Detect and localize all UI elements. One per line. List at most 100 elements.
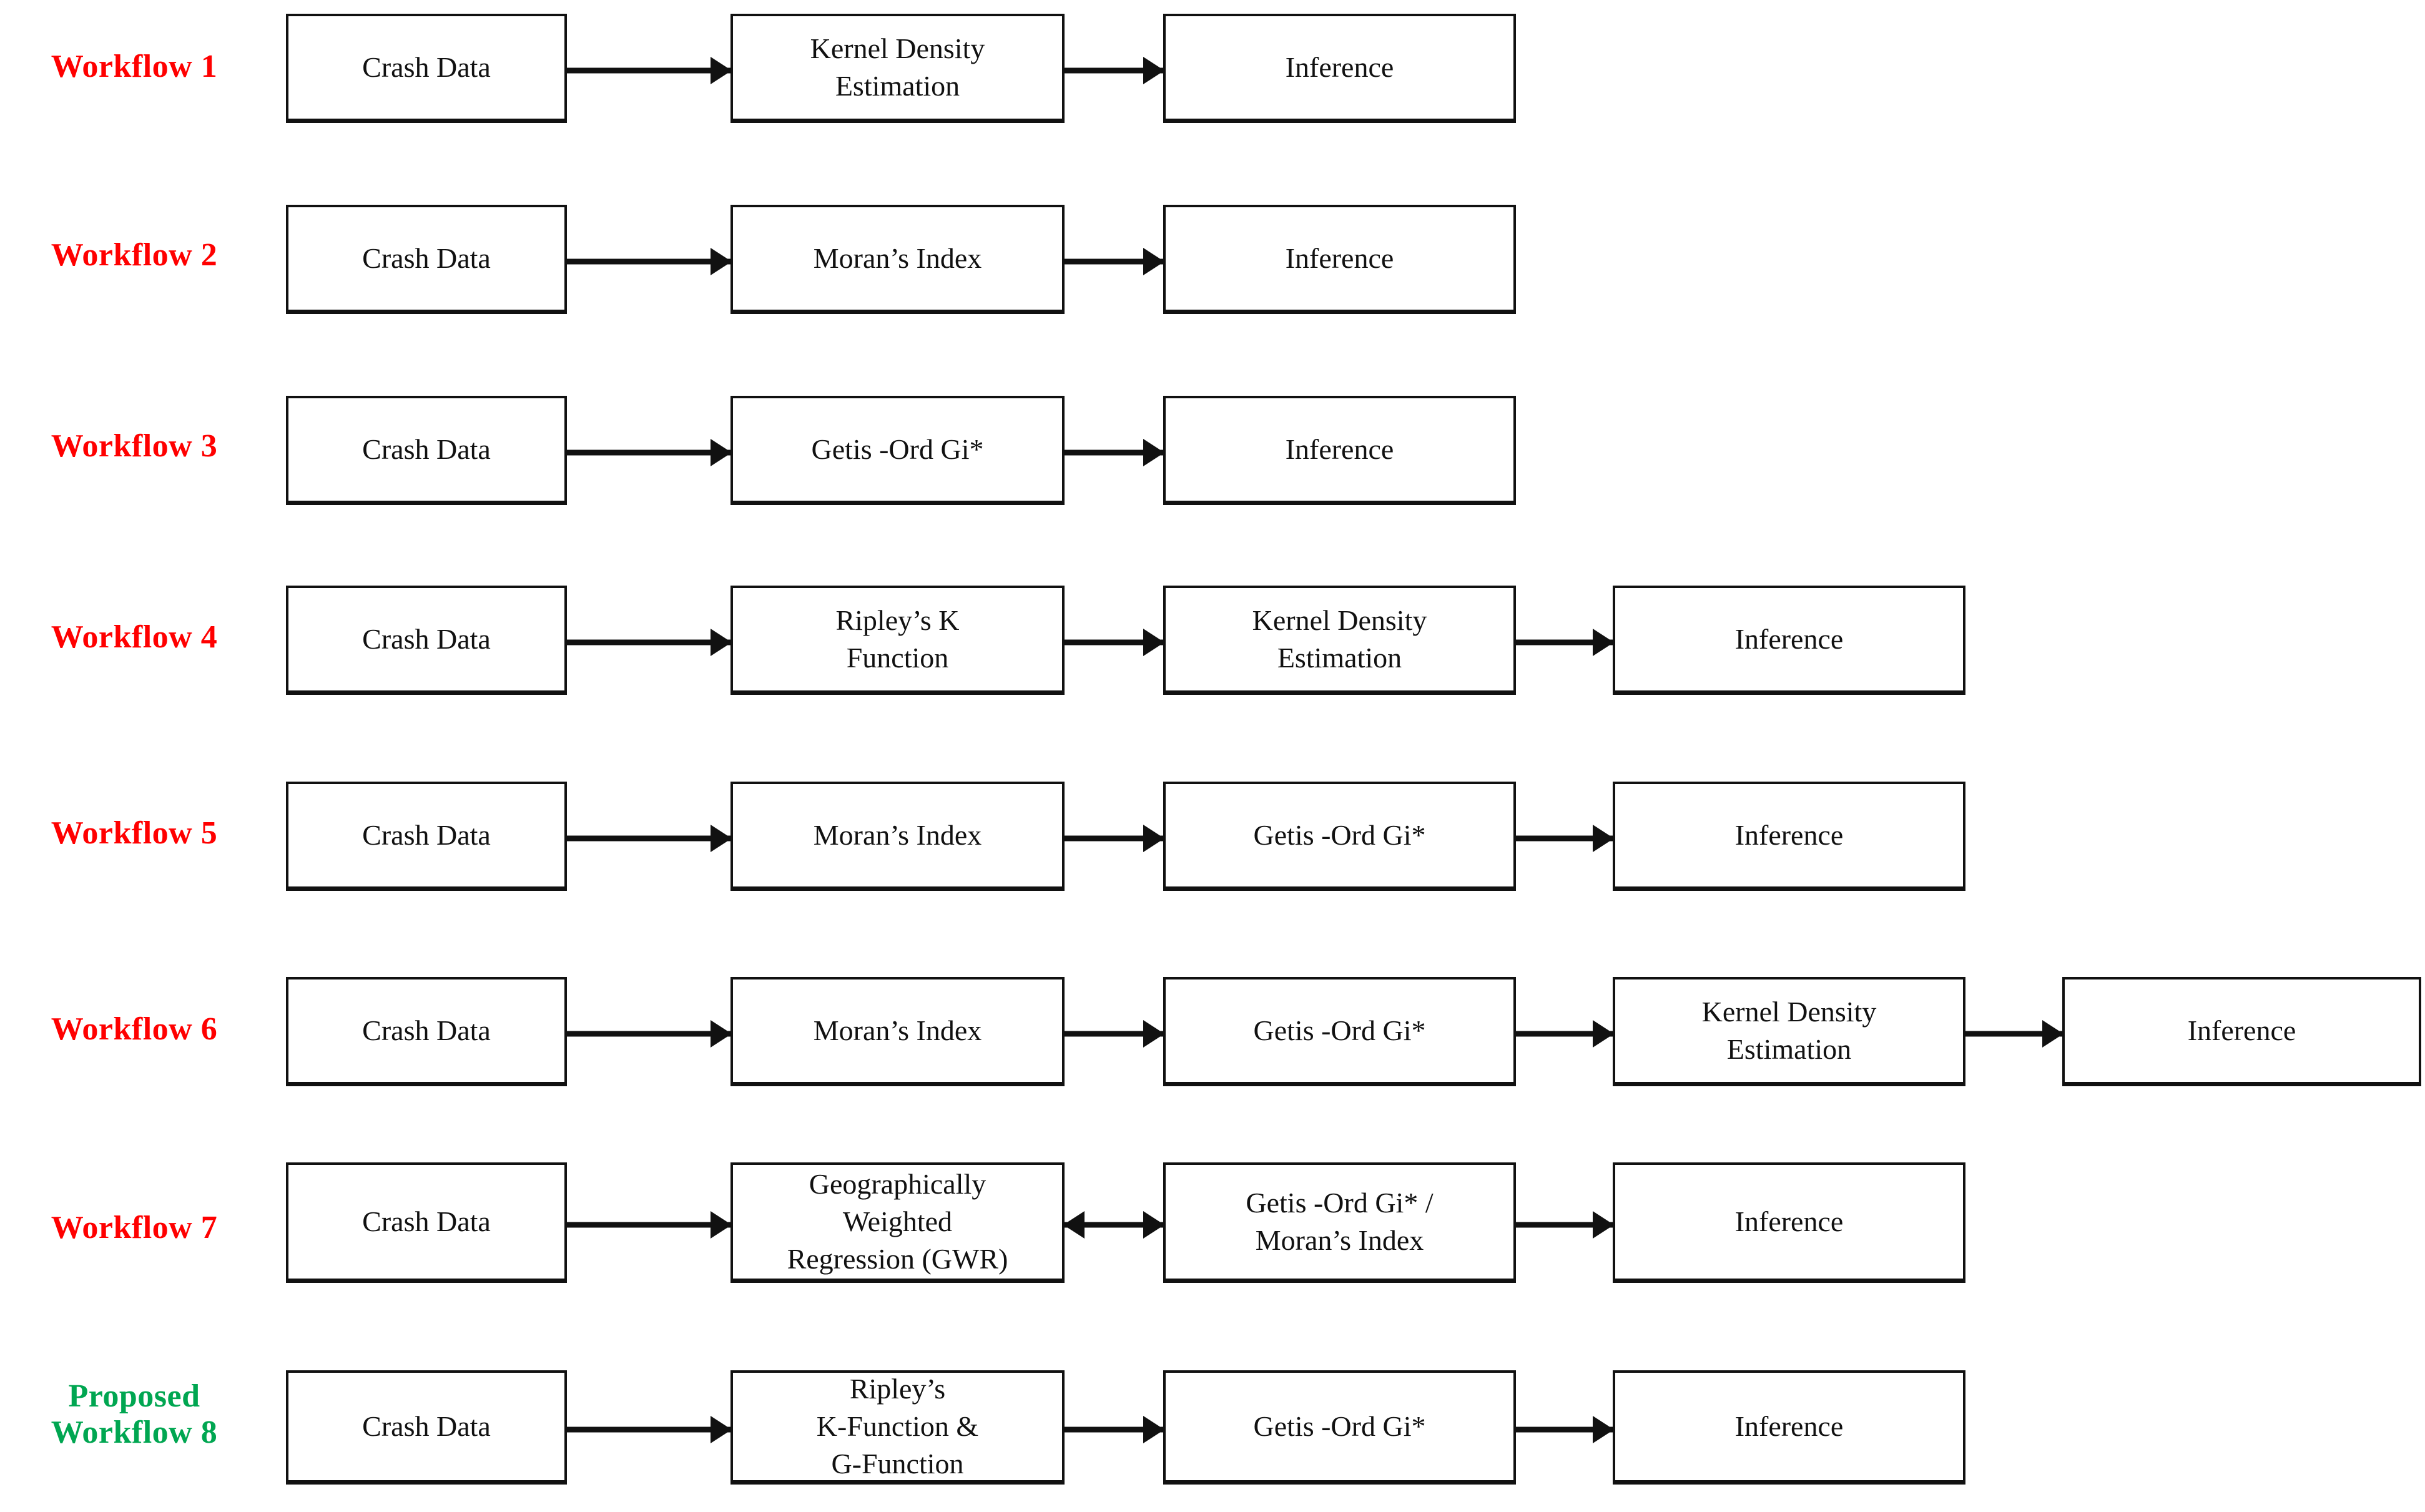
arrowhead-right-icon xyxy=(711,1416,732,1443)
process-box[interactable]: Crash Data xyxy=(286,977,567,1084)
arrowhead-right-icon xyxy=(1593,825,1614,852)
arrow-shaft xyxy=(1516,1426,1613,1433)
process-box[interactable]: Crash Data xyxy=(286,782,567,889)
process-box[interactable]: Crash Data xyxy=(286,396,567,503)
arrowhead-right-icon xyxy=(711,1211,732,1239)
process-box[interactable]: Crash Data xyxy=(286,14,567,121)
process-box[interactable]: Inference xyxy=(2062,977,2421,1084)
process-box[interactable]: Kernel Density Estimation xyxy=(1163,586,1516,693)
process-box[interactable]: Ripley’s K-Function & G-Function xyxy=(730,1370,1065,1483)
arrow-2-1 xyxy=(567,248,732,275)
arrowhead-right-icon xyxy=(1593,1211,1614,1239)
process-box[interactable]: Getis -Ord Gi* xyxy=(1163,1370,1516,1483)
arrowhead-right-icon xyxy=(1143,1416,1164,1443)
arrowhead-left-icon xyxy=(1063,1211,1085,1239)
process-box[interactable]: Inference xyxy=(1613,1370,1965,1483)
process-box[interactable]: Inference xyxy=(1163,14,1516,121)
arrowhead-right-icon xyxy=(711,248,732,275)
process-box[interactable]: Crash Data xyxy=(286,1162,567,1281)
process-box[interactable]: Getis -Ord Gi* xyxy=(1163,782,1516,889)
process-box[interactable]: Ripley’s K Function xyxy=(730,586,1065,693)
process-box[interactable]: Moran’s Index xyxy=(730,977,1065,1084)
arrow-shaft xyxy=(567,835,730,842)
arrow-shaft xyxy=(1516,1031,1613,1037)
arrowhead-right-icon xyxy=(711,57,732,84)
process-box[interactable]: Kernel Density Estimation xyxy=(730,14,1065,121)
arrow-shaft xyxy=(1516,1222,1613,1228)
arrow-1-2 xyxy=(1065,57,1164,84)
arrow-shaft xyxy=(567,639,730,646)
process-box[interactable]: Geographically Weighted Regression (GWR) xyxy=(730,1162,1065,1281)
arrow-shaft xyxy=(567,258,730,265)
arrow-shaft xyxy=(1065,835,1163,842)
arrow-4-1 xyxy=(567,629,732,656)
arrowhead-right-icon xyxy=(711,439,732,466)
workflow-label-8: Proposed Workflow 8 xyxy=(51,1378,218,1451)
arrow-3-1 xyxy=(567,439,732,466)
arrowhead-right-icon xyxy=(2042,1020,2063,1048)
process-box[interactable]: Getis -Ord Gi* xyxy=(1163,977,1516,1084)
process-box[interactable]: Getis -Ord Gi* / Moran’s Index xyxy=(1163,1162,1516,1281)
arrowhead-right-icon xyxy=(1593,629,1614,656)
arrow-shaft xyxy=(1065,1222,1163,1228)
arrow-5-1 xyxy=(567,825,732,852)
bidirectional-arrow-7-2 xyxy=(1063,1211,1164,1239)
arrow-shaft xyxy=(1065,1031,1163,1037)
process-box[interactable]: Moran’s Index xyxy=(730,782,1065,889)
arrow-shaft xyxy=(1065,449,1163,456)
arrow-8-3 xyxy=(1516,1416,1614,1443)
arrow-5-3 xyxy=(1516,825,1614,852)
process-box[interactable]: Crash Data xyxy=(286,1370,567,1483)
process-box[interactable]: Crash Data xyxy=(286,205,567,312)
arrow-shaft xyxy=(567,1222,730,1228)
process-box[interactable]: Moran’s Index xyxy=(730,205,1065,312)
arrowhead-right-icon xyxy=(1143,248,1164,275)
arrow-8-1 xyxy=(567,1416,732,1443)
arrow-8-2 xyxy=(1065,1416,1164,1443)
arrowhead-right-icon xyxy=(711,1020,732,1048)
arrow-6-2 xyxy=(1065,1020,1164,1048)
workflow-label-3: Workflow 3 xyxy=(51,428,218,464)
arrowhead-right-icon xyxy=(711,629,732,656)
arrow-6-1 xyxy=(567,1020,732,1048)
process-box[interactable]: Inference xyxy=(1163,205,1516,312)
workflow-label-1: Workflow 1 xyxy=(51,49,218,84)
arrow-6-4 xyxy=(1965,1020,2063,1048)
arrow-shaft xyxy=(1516,639,1613,646)
arrowhead-right-icon xyxy=(1593,1020,1614,1048)
arrow-4-2 xyxy=(1065,629,1164,656)
process-box[interactable]: Inference xyxy=(1163,396,1516,503)
process-box[interactable]: Kernel Density Estimation xyxy=(1613,977,1965,1084)
arrow-shaft xyxy=(567,1031,730,1037)
arrowhead-right-icon xyxy=(1593,1416,1614,1443)
arrow-shaft xyxy=(567,1426,730,1433)
arrow-7-3 xyxy=(1516,1211,1614,1239)
process-box[interactable]: Crash Data xyxy=(286,586,567,693)
process-box[interactable]: Getis -Ord Gi* xyxy=(730,396,1065,503)
arrowhead-right-icon xyxy=(1143,57,1164,84)
arrow-7-1 xyxy=(567,1211,732,1239)
arrowhead-right-icon xyxy=(1143,1020,1164,1048)
arrow-shaft xyxy=(1065,639,1163,646)
workflow-label-6: Workflow 6 xyxy=(51,1011,218,1047)
arrow-shaft xyxy=(1965,1031,2062,1037)
workflow-label-2: Workflow 2 xyxy=(51,237,218,273)
arrowhead-right-icon xyxy=(1143,825,1164,852)
arrow-shaft xyxy=(1516,835,1613,842)
process-box[interactable]: Inference xyxy=(1613,586,1965,693)
arrow-1-1 xyxy=(567,57,732,84)
arrow-2-2 xyxy=(1065,248,1164,275)
process-box[interactable]: Inference xyxy=(1613,1162,1965,1281)
workflow-label-7: Workflow 7 xyxy=(51,1210,218,1245)
arrow-3-2 xyxy=(1065,439,1164,466)
arrowhead-right-icon xyxy=(711,825,732,852)
arrowhead-right-icon xyxy=(1143,439,1164,466)
workflow-label-5: Workflow 5 xyxy=(51,815,218,851)
arrow-shaft xyxy=(1065,258,1163,265)
arrow-shaft xyxy=(1065,67,1163,74)
process-box[interactable]: Inference xyxy=(1613,782,1965,889)
workflow-label-4: Workflow 4 xyxy=(51,619,218,655)
arrowhead-right-icon xyxy=(1143,1211,1164,1239)
arrow-shaft xyxy=(567,449,730,456)
